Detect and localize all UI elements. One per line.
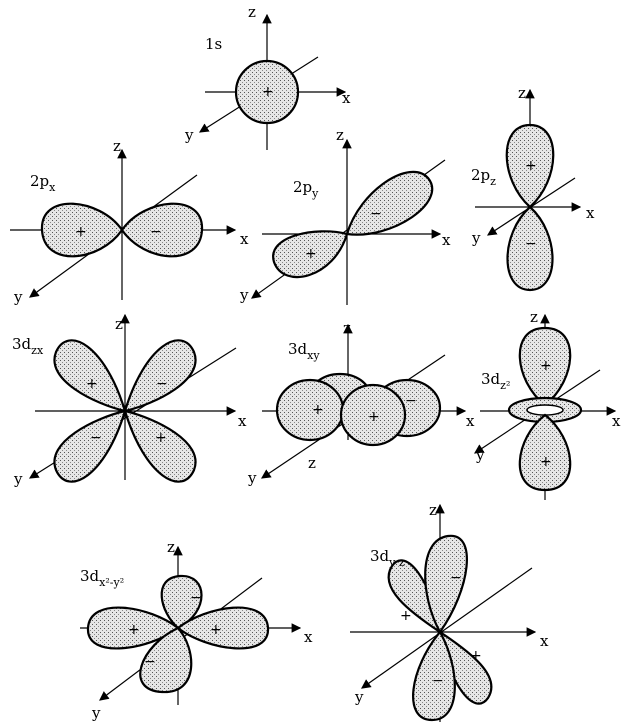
- orbital-2px: z x y 2px + −: [10, 137, 249, 306]
- z-axis-label: z: [518, 84, 526, 102]
- lobe-lower: [520, 415, 570, 490]
- x-axis-label: x: [540, 632, 549, 650]
- x-axis-label: x: [240, 230, 249, 248]
- orbital-label-2pz: 2pz: [471, 166, 496, 188]
- orbital-label-3dyz: 3dy z: [370, 547, 405, 569]
- sign-plus: +: [400, 608, 412, 624]
- sign-minus: −: [525, 236, 537, 252]
- sign-plus: +: [470, 648, 482, 664]
- sign-minus: −: [405, 393, 417, 409]
- sign-plus: +: [305, 246, 317, 262]
- x-axis-label: x: [586, 204, 595, 222]
- lobe-right: [122, 204, 202, 257]
- sign-plus: +: [540, 358, 552, 374]
- sign-minus: −: [150, 224, 162, 240]
- sign-plus: +: [86, 376, 98, 392]
- z-axis-label: z: [248, 3, 256, 21]
- sign-plus: +: [155, 430, 167, 446]
- y-axis-label: y: [239, 286, 249, 304]
- sign-minus: −: [190, 590, 202, 606]
- x-axis-label: x: [466, 412, 475, 430]
- sign-minus: −: [156, 376, 168, 392]
- z-axis-label: z: [530, 308, 538, 326]
- x-axis-label: x: [238, 412, 247, 430]
- sign-minus: −: [90, 430, 102, 446]
- lobe-lower-right: [125, 411, 196, 482]
- sign-plus: +: [540, 454, 552, 470]
- y-axis-label: y: [475, 446, 485, 464]
- x-axis-label: x: [342, 89, 351, 107]
- lobe-lower-left: [54, 411, 125, 482]
- sign-plus: +: [210, 622, 222, 638]
- orbital-label-2py: 2py: [293, 178, 319, 200]
- z-axis-label-lower: z: [308, 454, 316, 472]
- y-axis-label: y: [184, 126, 194, 144]
- x-axis-label: x: [612, 412, 621, 430]
- x-axis-label: x: [442, 231, 451, 249]
- z-axis-label: z: [113, 137, 121, 155]
- sign-plus: +: [262, 84, 274, 100]
- orbital-3dzx: z x y 3dzx + − − +: [12, 315, 247, 488]
- orbital-label-3dx2-y2: 3dx²-y²: [80, 567, 124, 589]
- y-axis-label: y: [13, 288, 23, 306]
- z-axis-label: z: [167, 538, 175, 556]
- sign-minus: −: [370, 206, 382, 222]
- lobe-left: [277, 380, 343, 440]
- sign-plus: +: [368, 409, 380, 425]
- orbital-2pz: z x y 2pz + −: [471, 84, 595, 290]
- orbital-3dx2-y2: z x y 3dx²-y² + + − −: [80, 538, 313, 722]
- sign-plus: +: [312, 402, 324, 418]
- orbital-2py: z x y 2py − +: [239, 126, 451, 305]
- orbital-3dxy: z x y z 3dxy + + −: [247, 319, 475, 487]
- orbital-label-3dz2: 3dz²: [481, 370, 510, 392]
- lobe-upper: [347, 172, 432, 235]
- orbital-3dyz: z x y 3dy z + − + −: [350, 501, 549, 722]
- orbital-label-2px: 2px: [30, 172, 56, 194]
- sign-plus: +: [128, 622, 140, 638]
- sign-minus: −: [450, 570, 462, 586]
- z-axis-label: z: [115, 315, 123, 333]
- y-axis-label: y: [91, 704, 101, 722]
- torus-hole: [527, 405, 563, 415]
- z-axis-label: z: [343, 319, 351, 337]
- orbital-label-3dxy: 3dxy: [288, 340, 320, 362]
- orbital-label-1s: 1s: [205, 35, 222, 53]
- orbital-3dz2: z x y 3dz² + +: [475, 308, 621, 500]
- y-axis-label: y: [247, 469, 257, 487]
- orbital-1s: z x y 1s +: [184, 3, 351, 150]
- y-axis-label: y: [471, 229, 481, 247]
- orbital-label-3dzx: 3dzx: [12, 335, 44, 357]
- sign-plus: +: [75, 224, 87, 240]
- y-axis-label: y: [13, 470, 23, 488]
- z-axis-label: z: [429, 501, 437, 519]
- y-axis-label: y: [354, 688, 364, 706]
- z-axis-label: z: [336, 126, 344, 144]
- sign-minus: −: [144, 654, 156, 670]
- sign-minus: −: [432, 673, 444, 689]
- x-axis-label: x: [304, 628, 313, 646]
- sign-plus: +: [525, 158, 537, 174]
